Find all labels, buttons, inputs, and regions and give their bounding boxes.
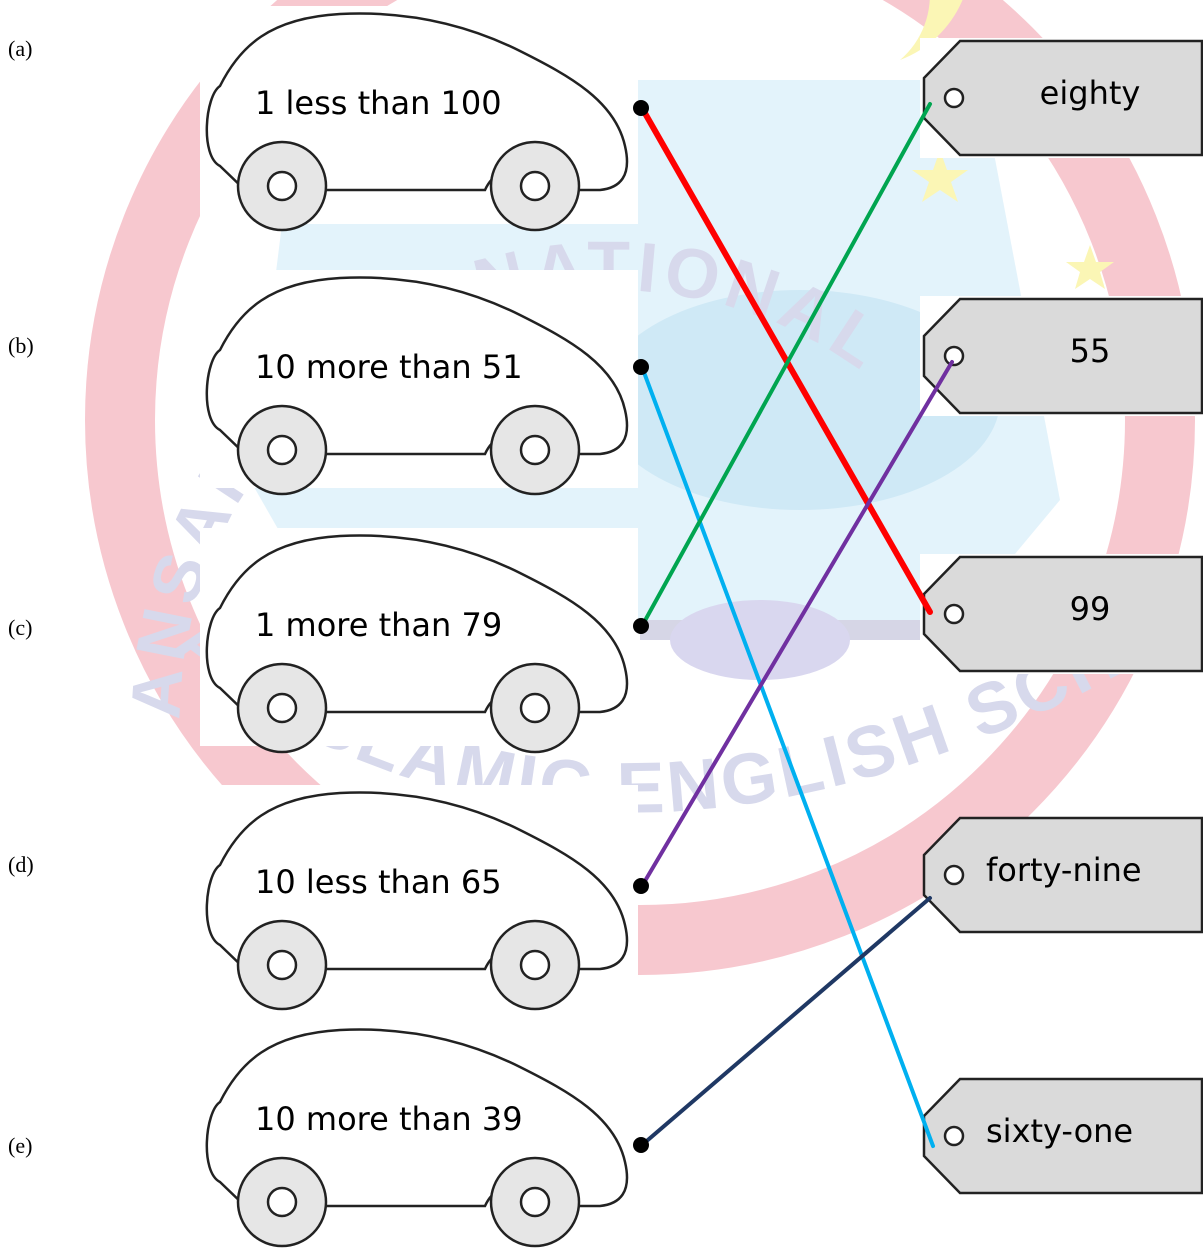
connector-dot-d	[633, 878, 649, 894]
link-line-d	[642, 362, 952, 886]
connector-dot-a	[633, 100, 649, 116]
link-line-b	[642, 367, 933, 1146]
connector-dot-b	[633, 359, 649, 375]
connector-dot-c	[633, 618, 649, 634]
connector-dot-e	[633, 1137, 649, 1153]
